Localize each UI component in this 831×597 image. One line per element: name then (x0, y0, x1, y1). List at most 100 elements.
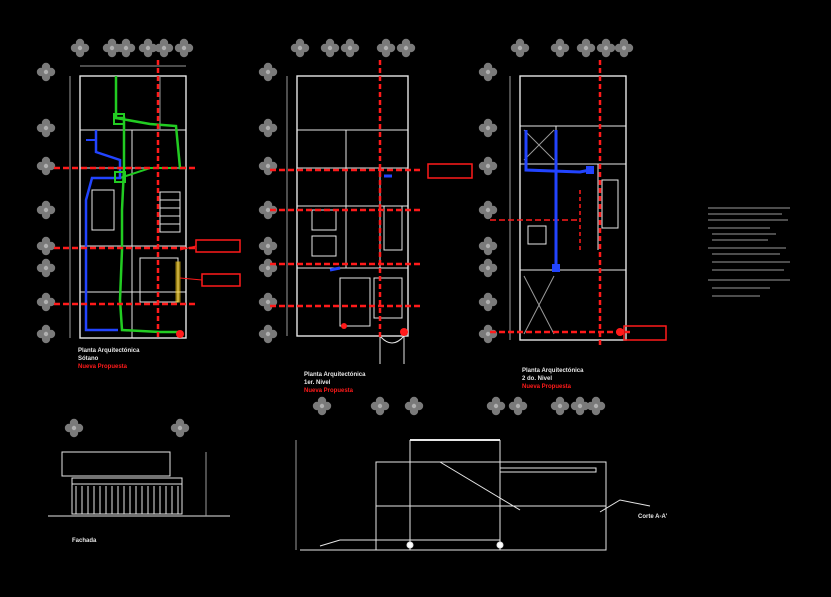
cad-grid-bubble-icon (312, 396, 332, 416)
yellow-element (175, 261, 181, 303)
cad-grid-bubble-icon (116, 38, 136, 58)
callout-leader (179, 277, 203, 281)
plan-sotano-subtitle: Sótano (78, 356, 99, 362)
plan-segundo-nivel-title: Planta Arquitectónica (522, 368, 584, 374)
cad-grid-bubble-icon (550, 38, 570, 58)
cad-grid-bubble-icon (508, 396, 528, 416)
notes-block (708, 207, 790, 297)
cad-grid-bubble-icon (138, 38, 158, 58)
plan-segundo-nivel-note: Nueva Propuesta (522, 384, 572, 390)
callout-leader (179, 245, 197, 251)
cad-grid-bubble-icon (478, 62, 498, 82)
cad-grid-bubble-icon (258, 200, 278, 220)
plan-segundo-nivel-outline (519, 75, 627, 341)
cad-grid-bubble-icon (340, 38, 360, 58)
titles: Planta Arquitectónica Sótano Nueva Propu… (72, 348, 668, 544)
red-callout (623, 325, 667, 341)
grid-bubbles (36, 38, 634, 438)
plan-primer-nivel-note: Nueva Propuesta (304, 388, 354, 394)
blue-line (84, 130, 122, 332)
plan-segundo-nivel-installations (490, 60, 667, 346)
cad-grid-bubble-icon (36, 200, 56, 220)
cad-grid-bubble-icon (510, 38, 530, 58)
stair (383, 205, 403, 251)
slab (499, 467, 597, 473)
cad-grid-bubble-icon (478, 200, 498, 220)
cad-grid-bubble-icon (376, 38, 396, 58)
blue-node (552, 264, 560, 272)
green-line (115, 116, 186, 170)
green-line (114, 76, 180, 334)
plan-segundo-nivel-subtitle: 2 do. Nivel (522, 376, 552, 382)
door-swing (379, 335, 405, 344)
cad-grid-bubble-icon (290, 38, 310, 58)
cad-grid-bubble-icon (36, 62, 56, 82)
green-line (119, 167, 176, 179)
void-cross (523, 129, 555, 161)
cad-grid-bubble-icon (396, 38, 416, 58)
cad-grid-bubble-icon (258, 324, 278, 344)
plan-primer-nivel (286, 75, 409, 364)
cad-grid-bubble-icon (478, 156, 498, 176)
cad-grid-bubble-icon (478, 236, 498, 256)
cad-grid-bubble-icon (404, 396, 424, 416)
marker (406, 541, 414, 549)
facade-title: Fachada (72, 538, 97, 544)
red-node (176, 330, 184, 338)
section-a-a (295, 439, 651, 551)
cad-grid-bubble-icon (258, 118, 278, 138)
cad-grid-bubble-icon (170, 418, 190, 438)
plan-sotano-title: Planta Arquitectónica (78, 348, 140, 354)
cad-grid-bubble-icon (258, 258, 278, 278)
blue-node (586, 166, 594, 174)
cad-grid-bubble-icon (478, 324, 498, 344)
cad-grid-bubble-icon (36, 236, 56, 256)
cad-grid-bubble-icon (174, 38, 194, 58)
cad-grid-bubble-icon (614, 38, 634, 58)
cad-grid-bubble-icon (36, 118, 56, 138)
cad-grid-bubble-icon (70, 38, 90, 58)
cad-grid-bubble-icon (258, 62, 278, 82)
terrain-line (599, 499, 651, 513)
cad-grid-bubble-icon (486, 396, 506, 416)
cad-grid-bubble-icon (570, 396, 590, 416)
cad-grid-bubble-icon (478, 258, 498, 278)
plan-primer-nivel-subtitle: 1er. Nivel (304, 380, 331, 386)
cad-grid-bubble-icon (478, 292, 498, 312)
void-cross (523, 275, 555, 335)
plan-primer-nivel-installations (270, 60, 473, 340)
cad-grid-bubble-icon (576, 38, 596, 58)
cad-grid-bubble-icon (596, 38, 616, 58)
cad-grid-bubble-icon (36, 258, 56, 278)
upper-volume (61, 451, 171, 477)
red-node (400, 328, 408, 336)
blue-line (329, 266, 341, 272)
cad-grid-bubble-icon (258, 156, 278, 176)
plan-sotano-outline (79, 75, 187, 339)
facade-bars (75, 486, 179, 514)
cad-grid-bubble-icon (36, 324, 56, 344)
stair (439, 461, 521, 511)
plan-sotano-installations (54, 60, 241, 338)
car (339, 277, 371, 327)
red-node (616, 328, 624, 336)
green-node (113, 113, 125, 125)
plan-sotano (69, 65, 187, 339)
cad-grid-bubble-icon (258, 292, 278, 312)
green-node (114, 171, 126, 183)
cad-grid-bubble-icon (586, 396, 606, 416)
plan-primer-nivel-title: Planta Arquitectónica (304, 372, 366, 378)
cad-grid-bubble-icon (370, 396, 390, 416)
dining-table (91, 189, 115, 231)
cad-grid-bubble-icon (550, 396, 570, 416)
bed (527, 225, 547, 245)
car (373, 277, 403, 319)
bed (311, 209, 337, 231)
red-callout (201, 273, 241, 287)
terrain-line (319, 539, 500, 547)
cad-grid-bubble-icon (36, 292, 56, 312)
cad-grid-bubble-icon (320, 38, 340, 58)
red-callout (195, 239, 241, 253)
